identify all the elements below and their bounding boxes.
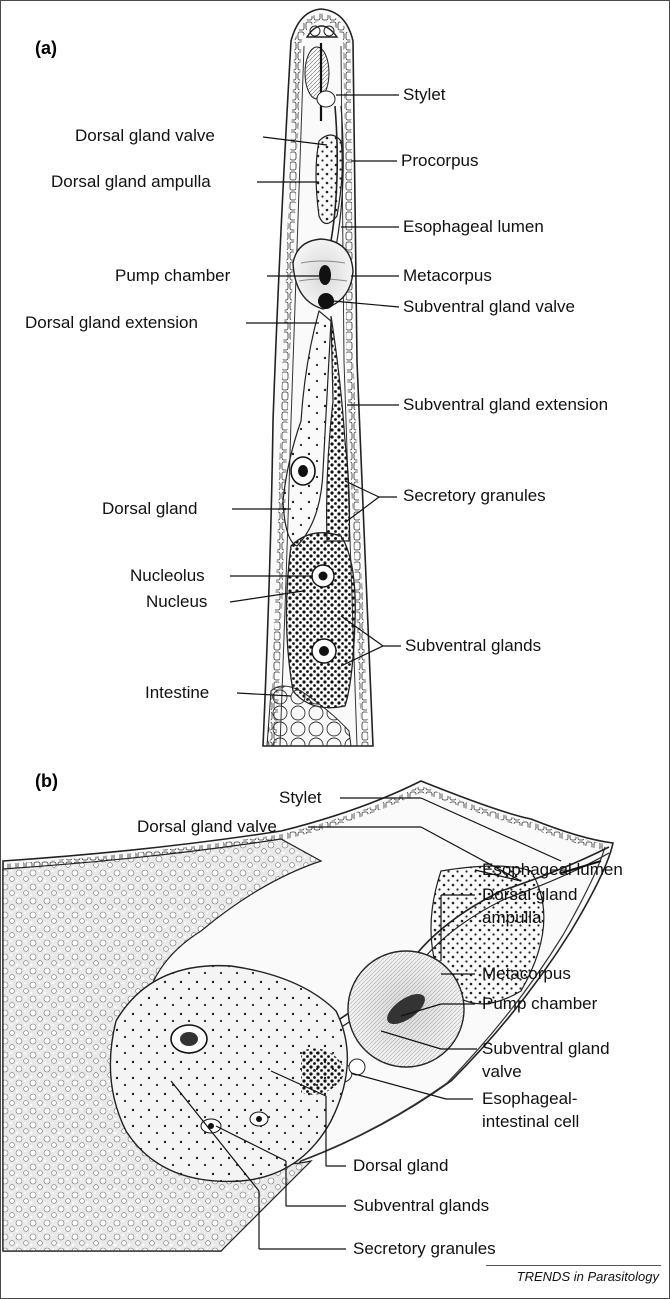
label-a-subventral-gland-valve: Subventral gland valve [403,297,575,317]
label-a-intestine: Intestine [145,683,209,703]
label-a-dorsal-gland-ampulla: Dorsal gland ampulla [51,172,211,192]
label-a-nucleus: Nucleus [146,592,207,612]
label-b-dorsal-gland-valve: Dorsal gland valve [137,817,277,837]
label-b-metacorpus: Metacorpus [482,964,571,984]
label-b-dorsal-gland: Dorsal gland [353,1156,448,1176]
label-a-subventral-glands: Subventral glands [405,636,541,656]
label-a-esophageal-lumen: Esophageal lumen [403,217,544,237]
label-b-dorsal-gland-ampulla-line2: ampulla [482,908,542,928]
panel-b-drawing [3,781,613,1251]
label-b-dorsal-gland-ampulla-line1: Dorsal gland [482,885,577,905]
label-b-esophageal-intestinal-cell-line2: intestinal cell [482,1112,579,1132]
label-b-stylet: Stylet [279,788,322,808]
label-a-procorpus: Procorpus [401,151,478,171]
label-b-secretory-granules: Secretory granules [353,1239,496,1259]
label-a-dorsal-gland-valve: Dorsal gland valve [75,126,215,146]
label-b-pump-chamber: Pump chamber [482,994,597,1014]
source-credit: TRENDS in Parasitology [517,1269,659,1284]
label-a-metacorpus: Metacorpus [403,266,492,286]
label-a-pump-chamber: Pump chamber [115,266,230,286]
label-b-subventral-gland-valve-line1: Subventral gland [482,1039,610,1059]
label-b-subventral-gland-valve-line2: valve [482,1062,522,1082]
label-a-subventral-gland-extension: Subventral gland extension [403,395,608,415]
label-a-secretory-granules: Secretory granules [403,486,546,506]
panel-a-letter: (a) [35,38,57,59]
label-a-nucleolus: Nucleolus [130,566,205,586]
label-a-stylet: Stylet [403,85,446,105]
label-a-dorsal-gland-extension: Dorsal gland extension [25,313,198,333]
panel-a-drawing [263,9,373,746]
label-b-subventral-glands: Subventral glands [353,1196,489,1216]
footer-rule [486,1265,661,1266]
label-b-esophageal-lumen: Esophageal lumen [482,860,623,880]
label-a-dorsal-gland: Dorsal gland [102,499,197,519]
label-b-esophageal-intestinal-cell-line1: Esophageal- [482,1089,577,1109]
panel-b-letter: (b) [35,771,58,792]
